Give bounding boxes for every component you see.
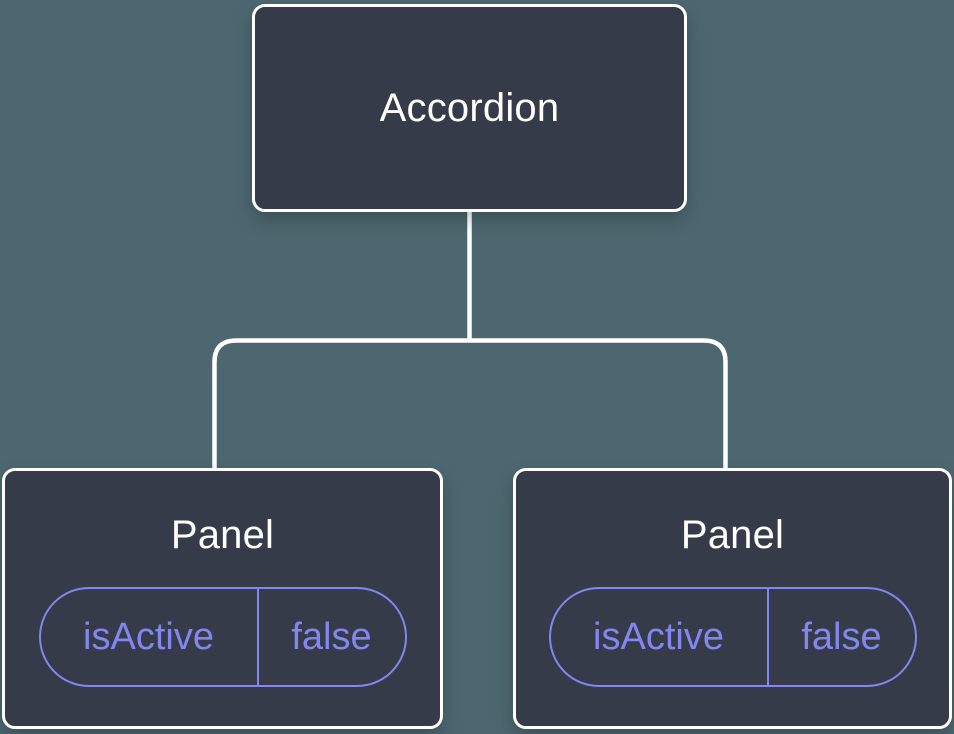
node-panel-2-label: Panel [680, 513, 785, 557]
node-accordion: Accordion [252, 4, 687, 212]
node-accordion-label: Accordion [379, 86, 560, 130]
node-panel-2-state-pill: isActive false [548, 587, 917, 687]
node-panel-1-label: Panel [170, 513, 275, 557]
state-value: false [256, 589, 405, 685]
state-value: false [766, 589, 915, 685]
node-panel-1: Panel isActive false [2, 468, 443, 729]
node-panel-2: Panel isActive false [513, 468, 952, 729]
state-key: isActive [593, 615, 724, 658]
node-panel-1-state-pill: isActive false [38, 587, 407, 687]
state-key: isActive [83, 615, 214, 658]
connector-branch-bracket [212, 338, 728, 470]
